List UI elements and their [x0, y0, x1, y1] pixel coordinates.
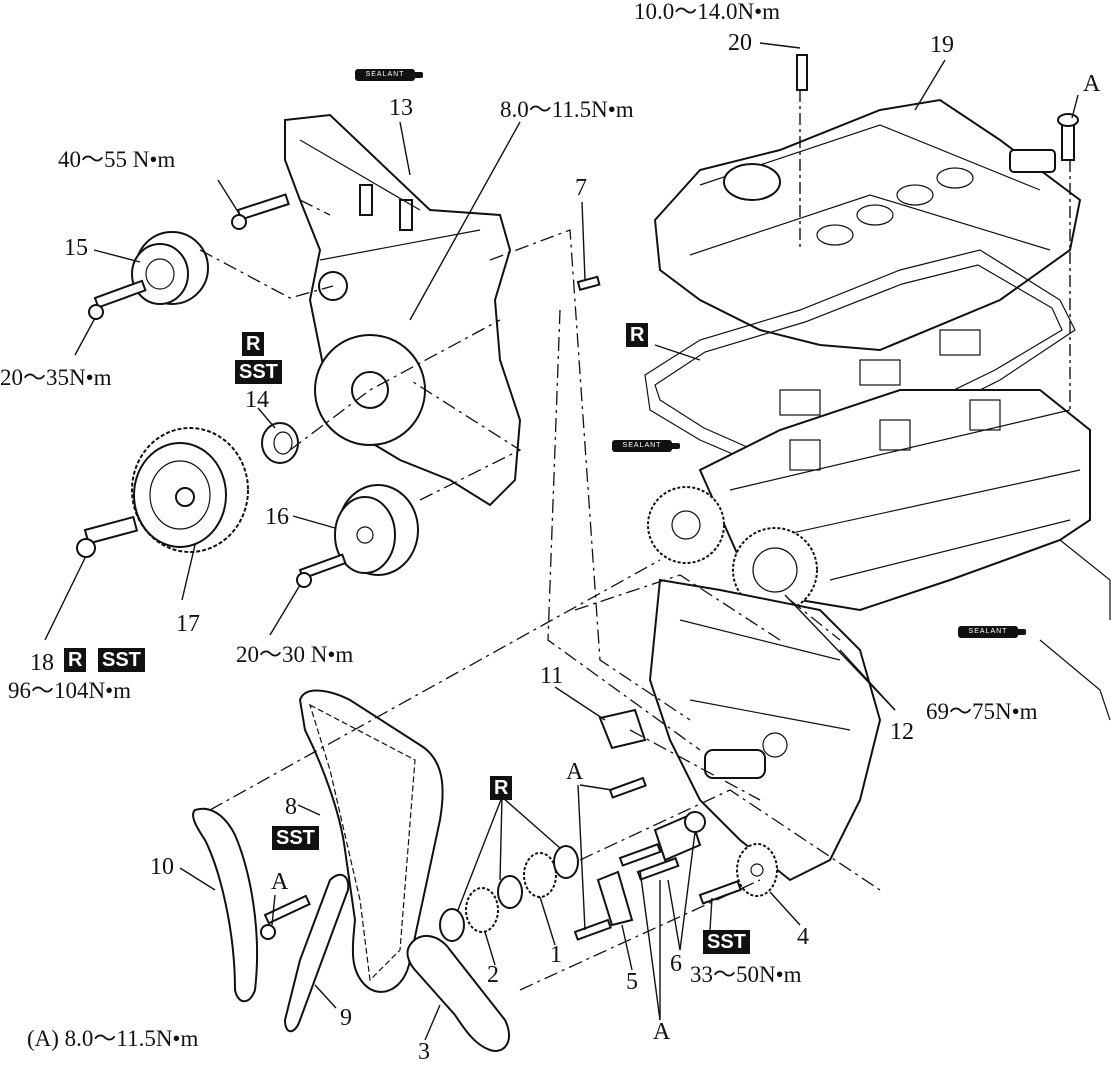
callout-a-mid: A — [566, 759, 584, 785]
sealant-icon-head: SEALANT — [612, 440, 680, 452]
part-label-2: 2 — [487, 962, 499, 988]
engine-block — [648, 539, 1111, 882]
tensioner-arm-9 — [260, 873, 350, 1033]
oil-seal-14 — [261, 422, 299, 464]
chain-tensioner-11 — [598, 708, 647, 750]
replace-badge-seal: R — [242, 332, 265, 356]
replace-badge-18: R — [64, 648, 87, 672]
cover-gasket — [644, 249, 1076, 481]
idler-pulley-15 — [88, 231, 209, 320]
part-label-5: 5 — [626, 969, 638, 995]
oil-pump-sprocket-4 — [698, 843, 778, 905]
cover-bolt — [231, 193, 290, 230]
sst-badge-18: SST — [98, 648, 145, 672]
torque-oil-pump: 33～50N•m — [690, 962, 802, 987]
part-label-15: 15 — [64, 235, 88, 261]
torque-a-legend: (A) 8.0～11.5N•m — [27, 1026, 199, 1051]
part-label-17: 17 — [176, 611, 200, 637]
crankshaft-pulley-17 — [76, 427, 249, 558]
part-label-9: 9 — [340, 1005, 352, 1031]
sealant-icon-block: SEALANT — [958, 626, 1026, 638]
sst-badge-oil-pump: SST — [703, 930, 750, 954]
part-label-11: 11 — [540, 663, 564, 689]
part-label-8: 8 — [285, 794, 297, 820]
crank-sprockets — [439, 845, 579, 942]
cylinder-head-cover — [653, 98, 1082, 352]
replace-badge-gasket: R — [626, 323, 649, 347]
sst-badge-seal: SST — [235, 360, 282, 384]
leader-lines — [44, 42, 1079, 1041]
part-label-14: 14 — [245, 387, 269, 413]
part-label-3: 3 — [418, 1039, 430, 1065]
callout-a-top: A — [1083, 71, 1101, 97]
sealant-icon-13: SEALANT — [355, 69, 423, 81]
part-label-1: 1 — [550, 942, 562, 968]
callout-a-left: A — [271, 869, 289, 895]
front-cover — [284, 113, 522, 507]
idler-pulley-16 — [296, 484, 419, 588]
part-label-18: 18 — [30, 650, 54, 676]
part-label-7: 7 — [575, 175, 587, 201]
part-label-4: 4 — [797, 924, 809, 950]
part-label-6: 6 — [670, 951, 682, 977]
part-label-10: 10 — [150, 854, 174, 880]
spark-plug-20 — [796, 54, 808, 91]
tensioner-parts — [573, 776, 706, 941]
callout-a-bottom: A — [653, 1019, 671, 1045]
torque-front-cover: 8.0～11.5N•m — [500, 97, 634, 122]
bolt-a-top — [1057, 113, 1079, 161]
torque-crank-bolt: 96～104N•m — [8, 678, 132, 703]
torque-cover-bolt: 40～55 N•m — [58, 147, 176, 172]
torque-spark-plug: 10.0～14.0N•m — [634, 0, 781, 24]
sst-badge-chain: SST — [272, 826, 319, 850]
torque-idler-15: 20～35N•m — [0, 365, 112, 390]
part-label-20: 20 — [728, 30, 752, 56]
part-label-16: 16 — [265, 504, 289, 530]
dowel-7 — [576, 275, 601, 291]
torque-sprocket-12: 69～75N•m — [926, 699, 1038, 724]
chain-guide-10 — [192, 807, 259, 1003]
part-label-12: 12 — [890, 719, 914, 745]
part-label-13: 13 — [389, 95, 413, 121]
replace-badge-sprockets: R — [490, 776, 513, 800]
torque-idler-16: 20～30 N•m — [236, 642, 354, 667]
oil-pump-chain-3 — [406, 935, 510, 1052]
timing-chain-8 — [298, 689, 444, 993]
assembly-lines — [199, 199, 881, 991]
part-label-19: 19 — [930, 32, 954, 58]
